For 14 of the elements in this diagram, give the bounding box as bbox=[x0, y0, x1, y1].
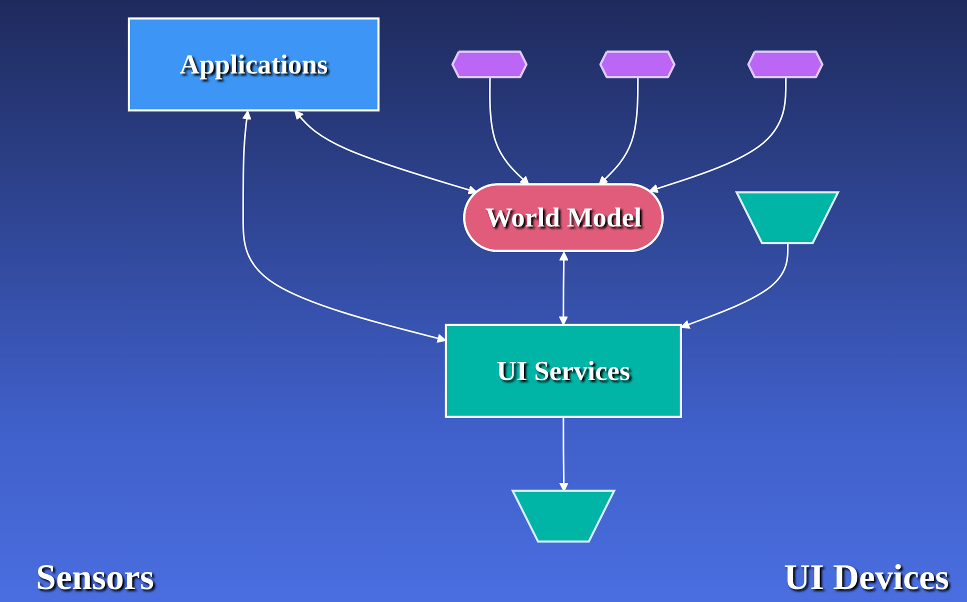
arrow bbox=[598, 78, 639, 186]
arrow bbox=[489, 78, 530, 186]
arrow bbox=[242, 110, 446, 343]
arrow bbox=[559, 416, 568, 492]
arrow bbox=[648, 78, 787, 193]
node-trapezoid bbox=[734, 191, 840, 244]
group-label: Sensors bbox=[36, 556, 154, 598]
node-box: Applications bbox=[128, 17, 380, 112]
arrow bbox=[680, 244, 789, 329]
arrow bbox=[294, 110, 478, 194]
arrow bbox=[558, 251, 568, 326]
group-label: UI Devices bbox=[784, 556, 949, 598]
node-trapezoid bbox=[510, 490, 616, 543]
node-box: UI Services bbox=[444, 324, 682, 418]
